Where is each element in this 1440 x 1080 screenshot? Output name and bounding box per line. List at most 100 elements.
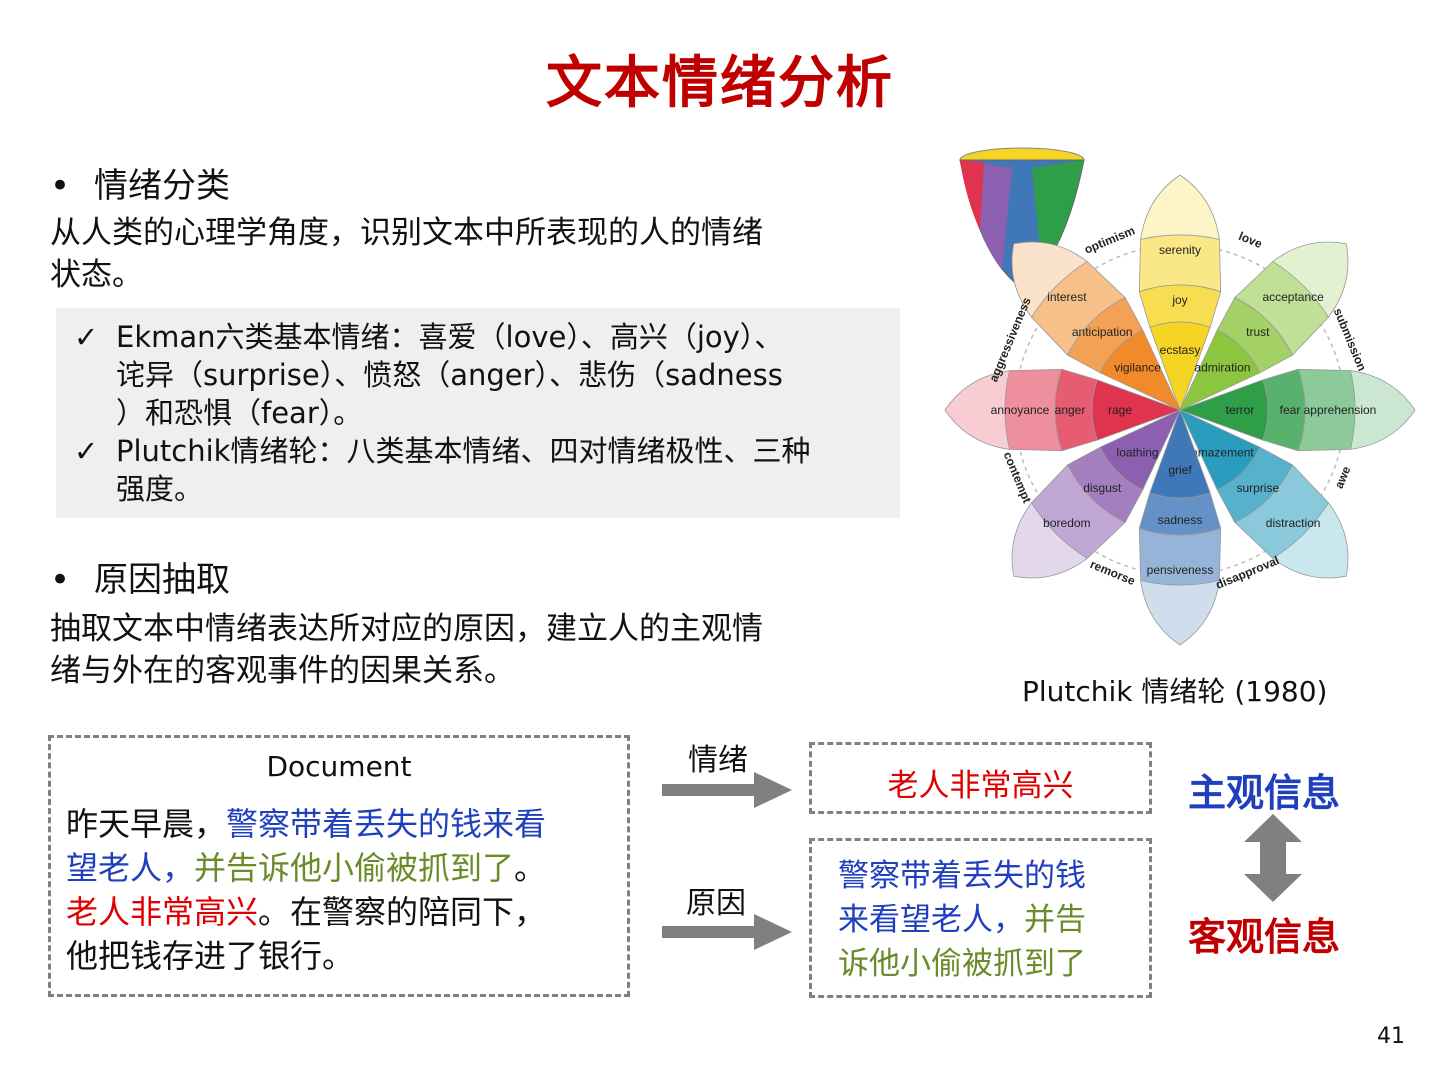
emotion-label: anticipation [1072,325,1133,339]
wheel-petal: boredom disgust loathing [1011,409,1181,579]
text-segment: 老人非常高兴 [66,893,259,931]
text-segment: 望老人， [66,849,195,887]
paragraph-line: 从人类的心理学角度，识别文本中所表现的人的情绪 [50,215,763,251]
text-segment: 昨天早晨， [66,805,227,843]
dyad-label: optimism [1082,223,1137,256]
bullet-dot: • [50,166,71,206]
double-arrow-icon [1244,814,1302,902]
dyad-label: submission [1331,306,1369,373]
emotion-label: disgust [1083,481,1122,495]
emotion-label: serenity [1159,243,1201,257]
dyad-label: remorse [1088,557,1137,588]
document-box [48,735,630,997]
emotion-label: terror [1226,403,1255,417]
cause-box [809,838,1152,998]
cause-line: 警察带着丢失的钱 [838,854,1138,898]
petal-tip [1140,174,1220,240]
emotion-label: amazement [1191,445,1254,459]
section2-heading-row: • 原因抽取 [50,552,230,601]
section2-paragraph: 抽取文本中情绪表达所对应的原因，建立人的主观情 绪与外在的客观事件的因果关系。 [50,608,763,692]
petal-band [1099,409,1181,491]
item-line: Plutchik情绪轮：八类基本情绪、四对情绪极性、三种 [116,434,811,468]
category-list-box: ✓ Ekman六类基本情绪：喜爱（love）、高兴（joy）、 诧异（surpr… [56,308,900,518]
dyad-label: disapproval [1214,553,1282,592]
item-line: 诧异（surprise）、愤怒（anger）、悲伤（sadness [116,358,783,392]
emotion-label: fear [1280,403,1301,417]
emotion-label: boredom [1043,516,1090,530]
petal-band [1179,409,1261,491]
emotion-label: annoyance [991,403,1050,417]
emotion-label: joy [1171,293,1187,307]
emotion-label: trust [1246,325,1270,339]
petal-tip [1011,502,1088,579]
petal-band [1099,329,1181,411]
right-arrow-icon [662,772,792,808]
emotion-label: grief [1168,463,1192,477]
petal-tip [1350,370,1416,450]
emotion-label: distraction [1266,516,1321,530]
cause-arrow-label: 原因 [686,886,746,921]
petal-tip [1011,241,1088,318]
petal-band [1149,408,1211,499]
paragraph-line: 绪与外在的客观事件的因果关系。 [50,653,515,689]
wheel-petal: distraction surprise amazement [1179,409,1349,579]
document-text: 昨天早晨，警察带着丢失的钱来看望老人，并告诉他小偷被抓到了。老人非常高兴。在警察… [66,802,621,978]
text-segment: 。在警察的陪同下， [258,893,547,931]
item-line: Ekman六类基本情绪：喜爱（love）、高兴（joy）、 [116,320,784,354]
petal-band [1179,329,1261,411]
checkmark-icon: ✓ [74,320,99,354]
emotion-box [809,742,1152,814]
wheel-petal: annoyance anger rage [944,368,1182,452]
petal-band [1149,321,1211,412]
subjective-label: 主观信息 [1188,771,1341,815]
emotion-label: rage [1108,403,1132,417]
paragraph-line: 状态。 [50,257,143,293]
objective-label: 客观信息 [1188,915,1341,959]
petal-tip [944,370,1010,450]
paragraph-line: 抽取文本中情绪表达所对应的原因，建立人的主观情 [50,611,763,647]
text-segment: 他把钱存进了银行。 [66,937,355,975]
text-segment: 并告诉他小偷被抓到了 [194,849,515,887]
document-line: 老人非常高兴。在警察的陪同下， [66,890,621,934]
text-segment: 警察带着丢失的钱来看 [226,805,547,843]
emotion-label: interest [1047,290,1087,304]
wheel-petal: acceptance trust admiration [1179,241,1349,411]
emotion-label: acceptance [1262,290,1324,304]
page-number: 41 [1377,1024,1405,1049]
section2-heading: 原因抽取 [94,560,230,600]
emotion-label: sadness [1158,513,1203,527]
cause-line: 来看望老人，并告 [838,898,1138,942]
document-line: 望老人，并告诉他小偷被抓到了。 [66,846,621,890]
petal-tip [1140,580,1220,646]
plutchik-wheel: serenity joy ecstasy acceptance trust admirat… [944,147,1416,646]
emotion-label: pensiveness [1147,563,1214,577]
item-line: 强度。 [116,472,204,506]
text-segment: 警察带着丢失的钱 [838,858,1086,894]
text-segment: 。 [514,849,547,887]
emotion-label: loathing [1117,445,1159,459]
right-arrow-icon [662,914,792,950]
bullet-dot: • [50,560,71,600]
petal-tip [1272,502,1349,579]
section1-paragraph: 从人类的心理学角度，识别文本中所表现的人的情绪 状态。 [50,212,763,296]
wheel-cone-icon [959,147,1085,289]
emotion-text: 老人非常高兴 [887,768,1074,804]
wheel-petal: pensiveness sadness grief [1138,408,1222,646]
emotion-label: ecstasy [1160,343,1201,357]
petal-band [1178,379,1269,441]
emotion-label: surprise [1236,481,1279,495]
document-heading: Document [266,750,412,783]
wheel-petal: serenity joy ecstasy [1138,174,1222,412]
section1-heading: 情绪分类 [94,166,230,206]
emotion-arrow-label: 情绪 [688,743,748,778]
text-segment: 诉他小偷被抓到了 [838,946,1086,982]
petal-tip [1272,241,1349,318]
text-segment: 并告 [1024,902,1086,938]
cause-text: 警察带着丢失的钱来看望老人，并告诉他小偷被抓到了 [838,854,1138,986]
emotion-label: anger [1055,403,1086,417]
emotion-label: admiration [1194,361,1250,375]
emotion-label: apprehension [1304,403,1377,417]
item-line: ）和恐惧（fear）。 [116,396,363,430]
